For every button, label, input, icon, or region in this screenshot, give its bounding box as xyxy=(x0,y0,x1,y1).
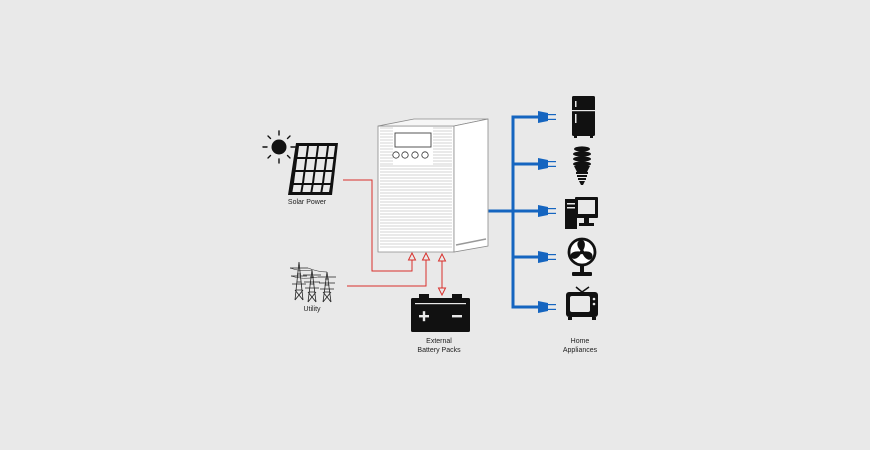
battery-label-line1: External xyxy=(426,338,452,345)
home-appliances-label-line1: Home xyxy=(570,338,590,345)
output-bus xyxy=(488,115,548,309)
refrigerator-icon xyxy=(572,96,595,138)
home-appliances-label-line2: Appliances xyxy=(562,347,598,354)
battery-label: External Battery Packs xyxy=(404,337,474,355)
utility-tower-icon xyxy=(289,261,336,303)
car-battery-icon xyxy=(411,294,470,332)
sun-icon xyxy=(262,130,296,164)
desktop-computer-icon xyxy=(565,197,598,229)
utility-label: Utility xyxy=(303,306,321,313)
tv-icon xyxy=(566,286,598,320)
fan-icon xyxy=(567,237,597,276)
output-plugs xyxy=(538,111,556,313)
solar-panel-icon xyxy=(288,143,338,195)
input-arrows xyxy=(407,251,447,297)
home-appliances-label: Home Appliances xyxy=(550,337,610,355)
cfl-bulb-icon xyxy=(573,146,591,185)
battery-label-line2: Battery Packs xyxy=(417,347,461,354)
input-wiring xyxy=(343,179,443,289)
inverter-ups-unit xyxy=(377,118,489,253)
solar-power-label: Solar Power xyxy=(287,199,327,206)
